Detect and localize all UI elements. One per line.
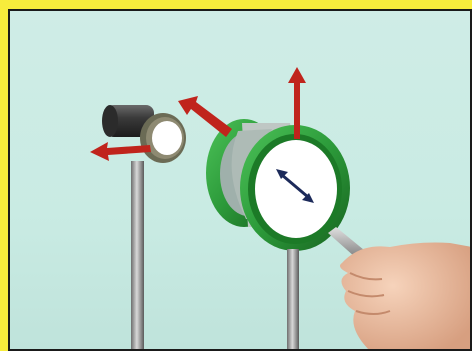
hand [340,243,472,351]
hand-holding-handle [328,227,472,351]
left-post [131,161,144,351]
lamp-light [152,121,182,155]
physics-illustration [8,9,472,351]
rotating-polarizer-disc [178,67,350,351]
left-post-lamp [90,105,186,351]
illustration-svg [10,11,472,351]
front-face [255,140,337,238]
lamp-back [102,105,118,137]
red-arrow-icon [178,96,232,137]
center-post [287,249,299,351]
